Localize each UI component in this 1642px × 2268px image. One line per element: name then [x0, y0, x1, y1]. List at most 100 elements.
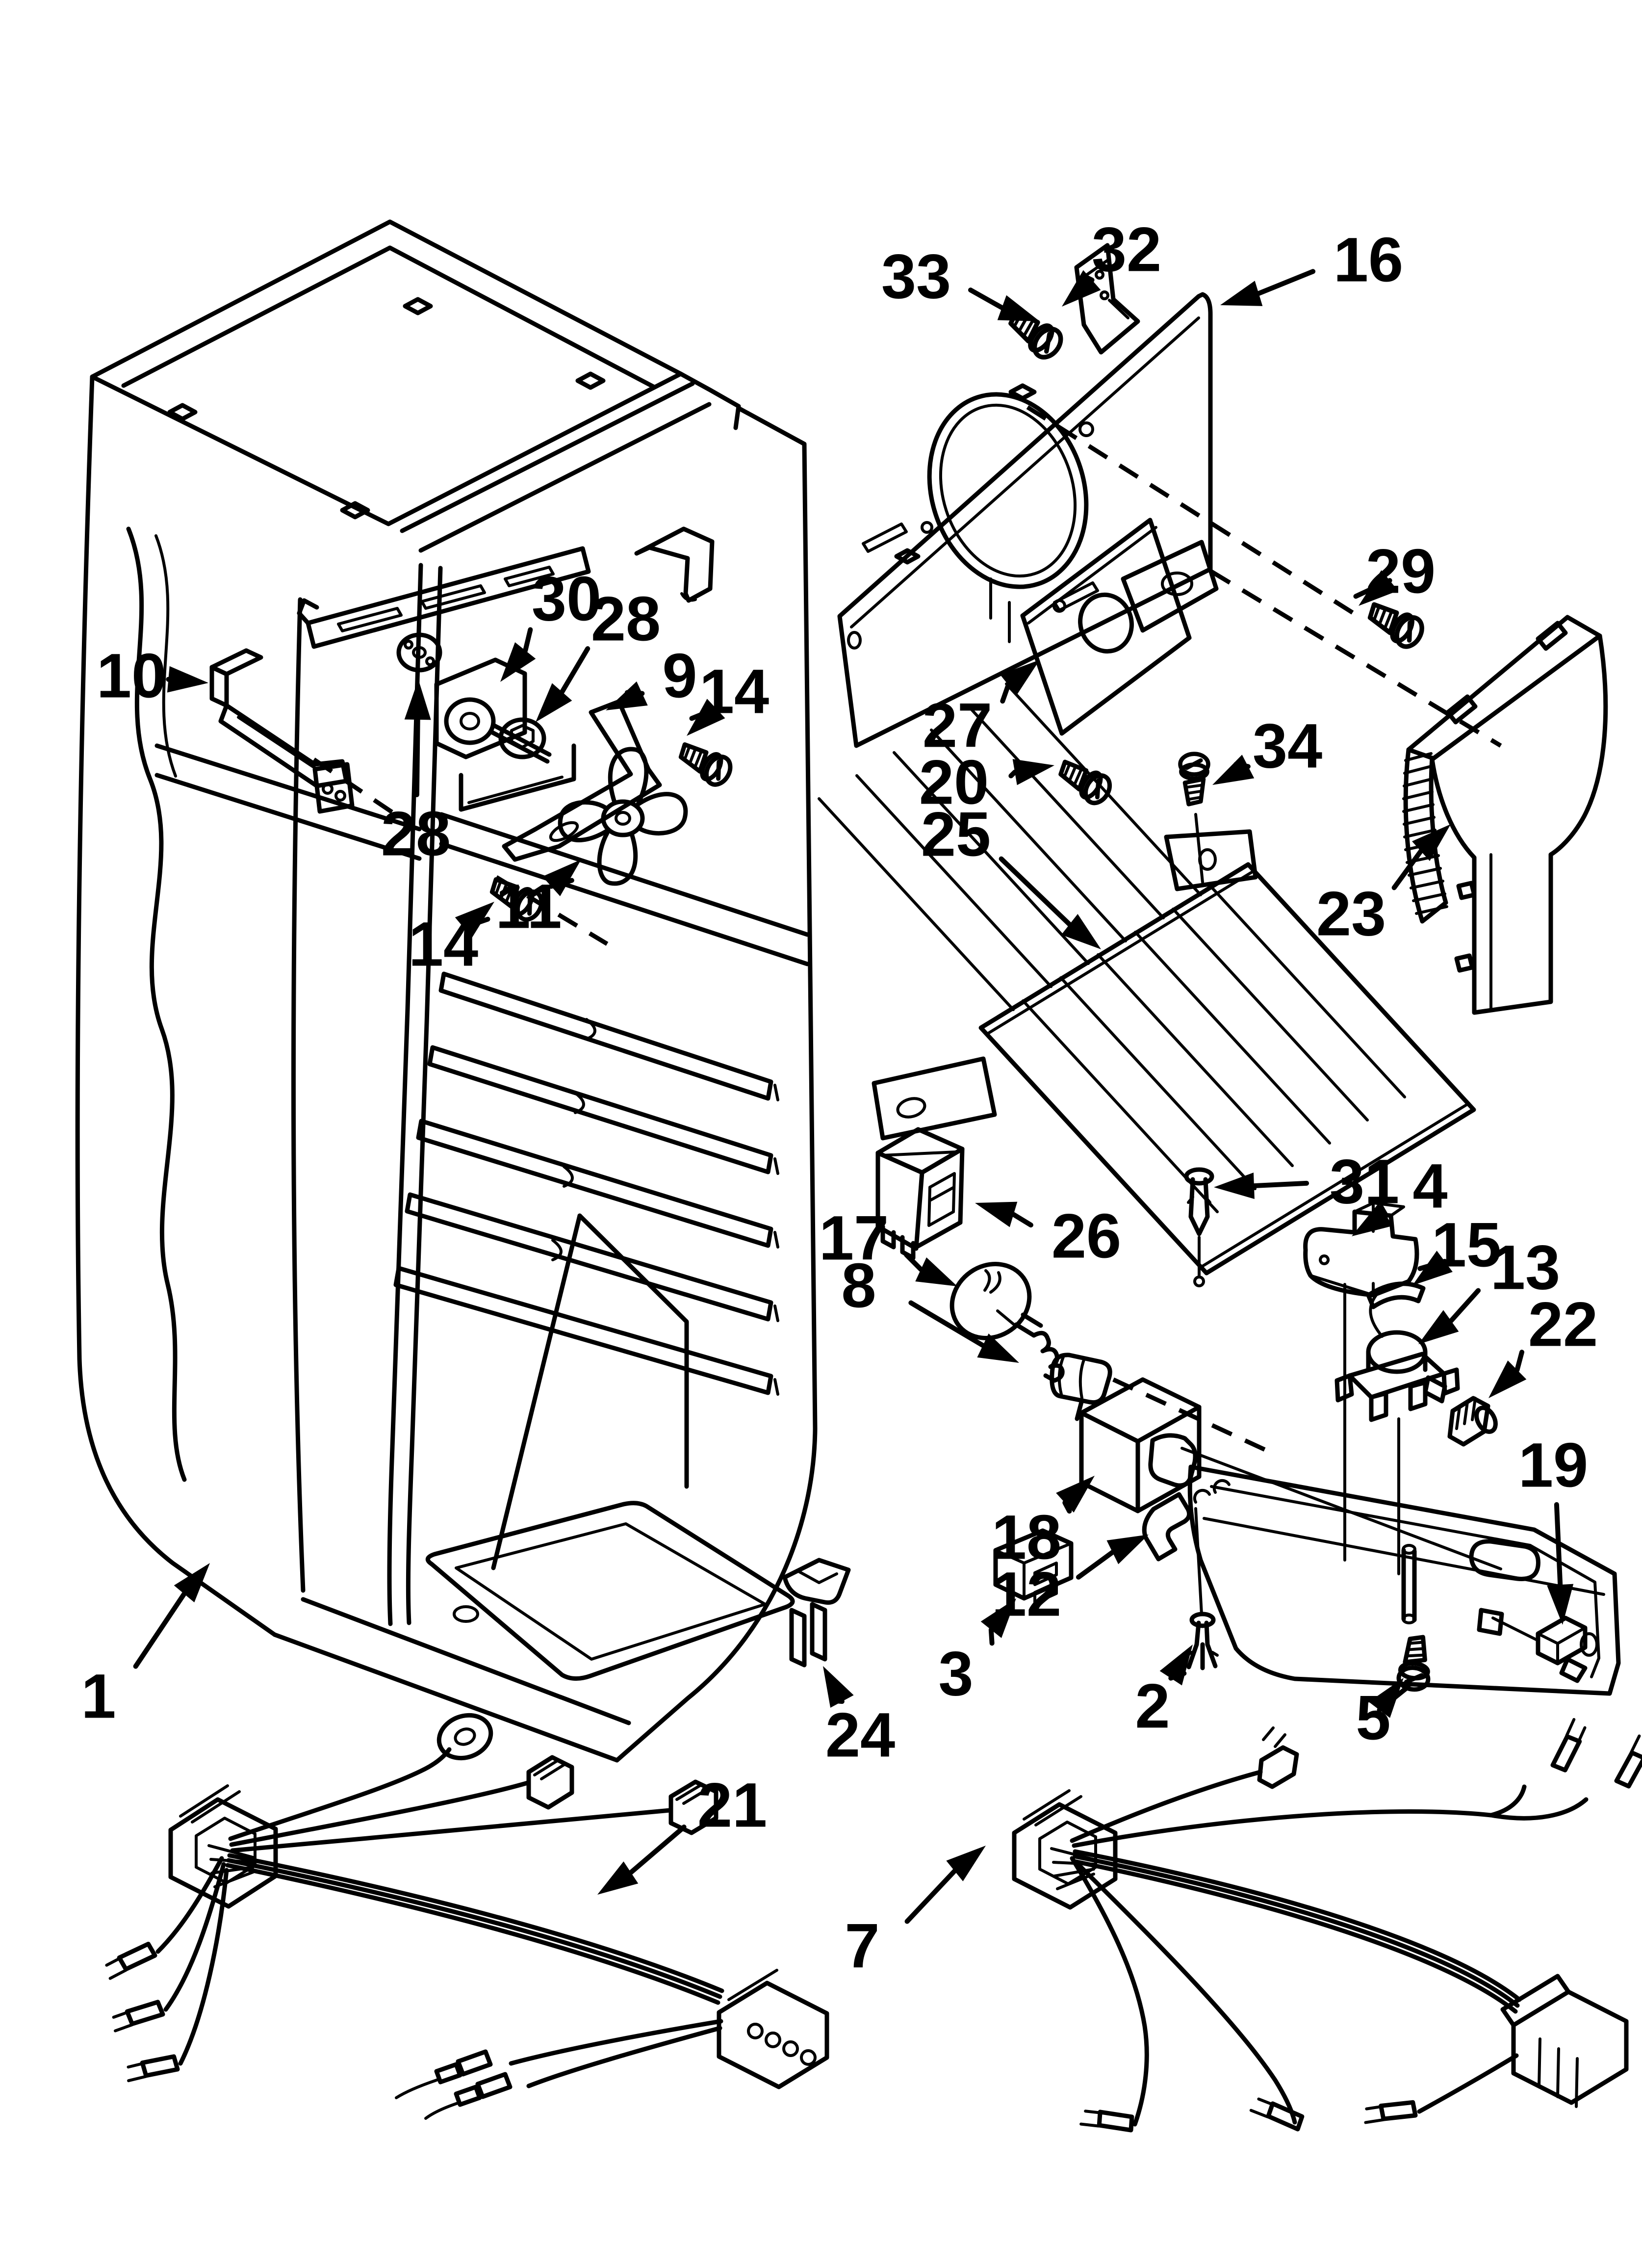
grommet-28-right	[498, 717, 546, 759]
bulb-socket-8	[1050, 1353, 1112, 1421]
callout-11: 11	[495, 860, 581, 942]
fastener-2	[1185, 1612, 1219, 1670]
callout-arrowhead-28	[536, 683, 572, 722]
callout-leader-7	[904, 1868, 957, 1924]
callout-arrowhead-32	[1062, 270, 1101, 307]
callout-leader-4	[1379, 1205, 1388, 1217]
callout-32: 32	[1062, 215, 1161, 307]
callout-number-5: 5	[1356, 1683, 1390, 1753]
callout-number-19: 19	[1518, 1431, 1588, 1501]
screw-20	[1054, 755, 1114, 808]
callout-number-28: 28	[381, 799, 451, 869]
callout-arrowhead-28	[404, 679, 431, 720]
callout-leader-18	[1062, 1500, 1072, 1514]
callout-leader-25	[999, 856, 1072, 927]
callout-2: 2	[1135, 1644, 1193, 1742]
callout-15: 15	[1412, 1210, 1501, 1285]
callout-leader-17	[904, 1252, 924, 1272]
callout-number-9: 9	[662, 641, 697, 711]
callout-leader-19	[1554, 1502, 1563, 1588]
callout-number-22: 22	[1528, 1290, 1598, 1360]
callout-arrowhead-33	[997, 295, 1040, 321]
callout-arrowhead-12	[1106, 1535, 1149, 1564]
callout-number-1: 1	[81, 1662, 116, 1732]
wire-harness-7	[1012, 1717, 1642, 2151]
overload-relay-4	[1303, 1201, 1419, 1562]
callout-arrowhead-21	[597, 1861, 639, 1895]
callout-leader-28	[560, 646, 590, 695]
callout-17: 17	[819, 1203, 957, 1286]
callout-25: 25	[921, 800, 1101, 949]
drain-pan	[1187, 1464, 1621, 1696]
alignment-dashes-right	[495, 875, 609, 946]
callout-number-14: 14	[699, 657, 769, 727]
callout-31: 31	[1214, 1147, 1399, 1217]
callout-number-29: 29	[1366, 537, 1436, 607]
callout-leader-33	[968, 287, 1004, 311]
callout-number-32: 32	[1092, 215, 1161, 285]
access-plate-27	[1020, 518, 1192, 736]
callout-number-7: 7	[845, 1911, 879, 1981]
callout-leader-22	[1514, 1350, 1525, 1373]
callout-21: 21	[597, 1771, 767, 1895]
callout-14: 14	[687, 657, 769, 736]
callout-number-23: 23	[1316, 879, 1386, 949]
callout-16: 16	[1220, 225, 1403, 306]
plug-22	[1447, 1396, 1498, 1447]
callout-28: 28	[381, 679, 451, 869]
callout-number-18: 18	[992, 1503, 1061, 1573]
callout-26: 26	[975, 1201, 1121, 1272]
callout-arrowhead-1	[174, 1563, 210, 1603]
callout-24: 24	[823, 1666, 895, 1771]
callout-14: 14	[409, 902, 494, 980]
callout-27: 27	[923, 660, 1040, 761]
callout-arrowhead-22	[1488, 1360, 1527, 1398]
callout-arrowhead-11	[542, 860, 581, 896]
callout-34: 34	[1212, 711, 1322, 785]
callout-arrowhead-10	[167, 666, 208, 693]
callout-arrowhead-15	[1412, 1251, 1453, 1285]
callout-number-11: 11	[495, 872, 562, 942]
callout-arrowhead-29	[1359, 570, 1398, 606]
callout-10: 10	[97, 641, 208, 711]
callout-number-4: 4	[1412, 1151, 1447, 1222]
push-pin-31	[1184, 1167, 1214, 1287]
callout-leader-16	[1256, 269, 1316, 296]
callout-arrowhead-5	[1369, 1678, 1404, 1718]
callout-12: 12	[992, 1535, 1149, 1630]
screw-34	[1180, 754, 1208, 884]
callout-number-20: 20	[919, 748, 989, 818]
callout-leader-21	[628, 1825, 687, 1875]
callout-number-14: 14	[409, 910, 478, 980]
callout-arrowhead-25	[1061, 913, 1101, 949]
callout-28: 28	[536, 584, 661, 722]
callout-arrowhead-34	[1212, 755, 1255, 785]
callout-19: 19	[1518, 1431, 1588, 1625]
callout-arrowhead-26	[975, 1201, 1018, 1227]
callout-leader-12	[1076, 1550, 1115, 1580]
callout-33: 33	[881, 242, 1040, 321]
callout-number-8: 8	[841, 1251, 876, 1321]
capillary-15	[1366, 1281, 1426, 1309]
callout-18: 18	[992, 1476, 1095, 1573]
callout-arrowhead-24	[823, 1666, 854, 1708]
callout-leader-26	[1011, 1212, 1033, 1228]
callout-arrowhead-9	[606, 681, 648, 710]
callout-leader-27	[1000, 682, 1011, 704]
evaporator-cover-25	[818, 682, 1476, 1276]
callout-7: 7	[845, 1846, 986, 1981]
callout-number-2: 2	[1135, 1671, 1170, 1742]
callout-number-31: 31	[1330, 1147, 1399, 1217]
callout-number-30: 30	[532, 564, 601, 634]
callout-arrowhead-19	[1547, 1584, 1574, 1625]
callout-number-21: 21	[697, 1771, 767, 1841]
callout-number-26: 26	[1052, 1201, 1121, 1272]
callout-arrowhead-31	[1214, 1173, 1255, 1199]
callout-leader-13	[1448, 1288, 1481, 1324]
wire-harness-21	[105, 1713, 829, 2120]
callout-number-33: 33	[881, 242, 951, 312]
callout-number-28: 28	[591, 584, 661, 654]
light-bulb-17	[949, 1262, 1065, 1383]
socket-housing-dashes	[1112, 1377, 1271, 1455]
